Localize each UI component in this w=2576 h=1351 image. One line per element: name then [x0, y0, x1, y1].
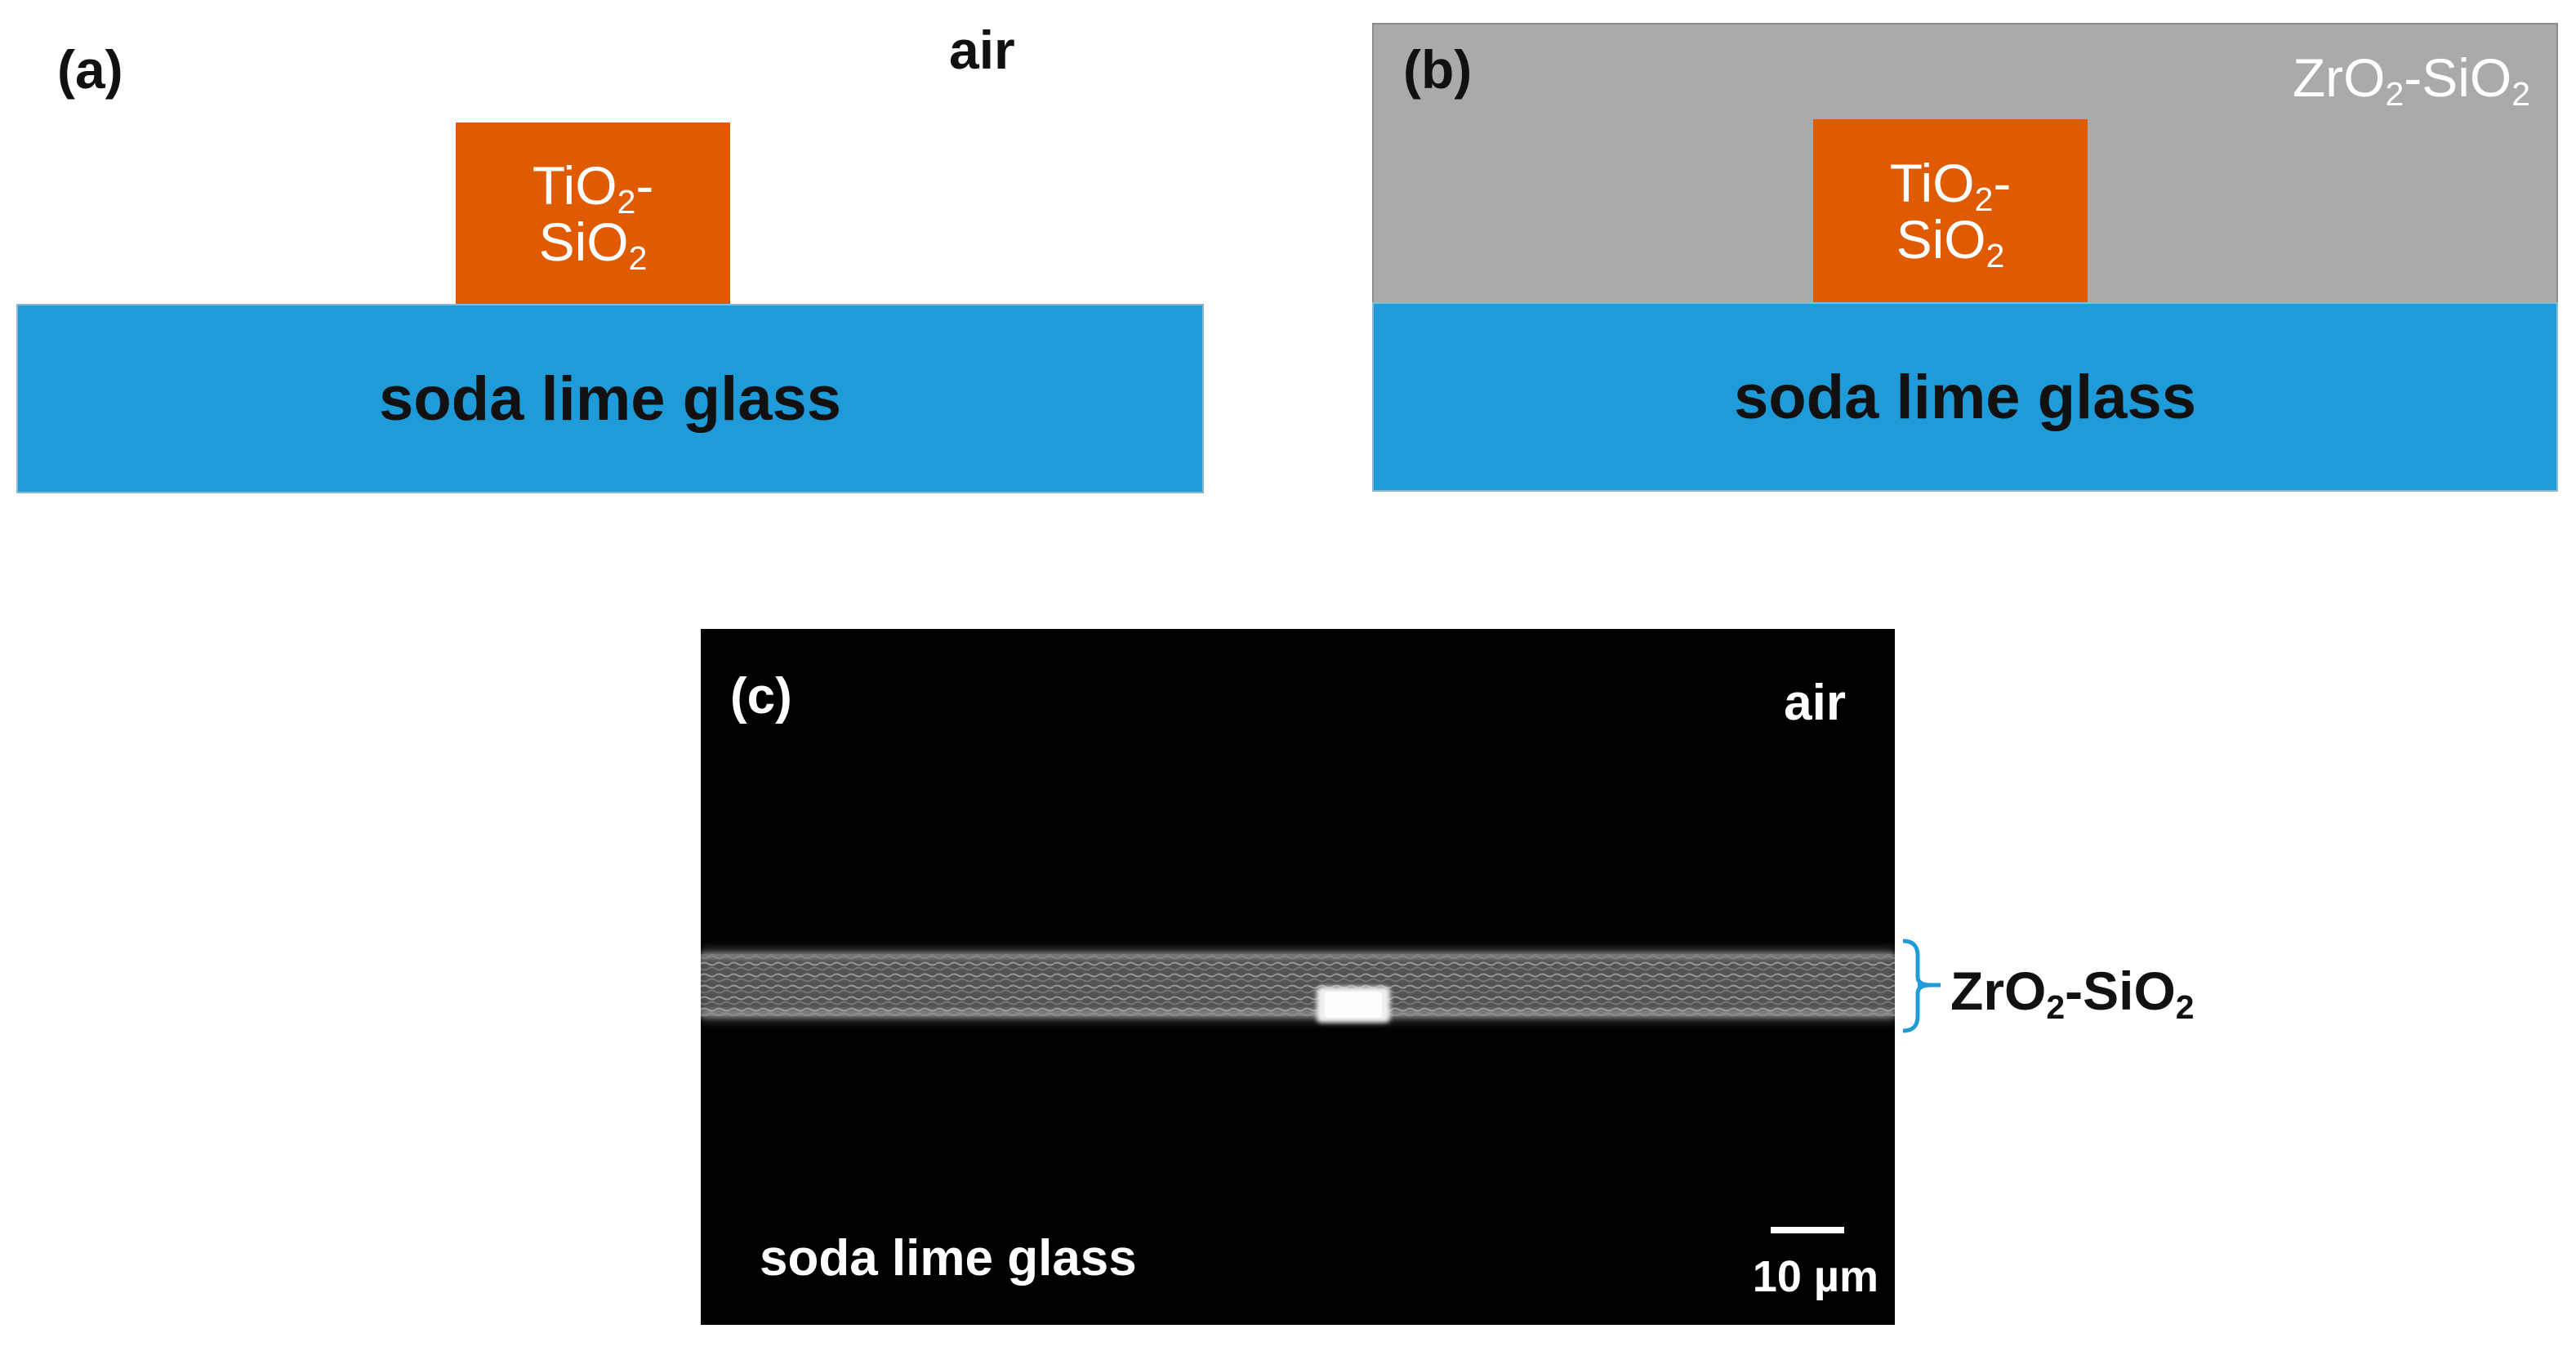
panel-a-substrate-label: soda lime glass	[378, 363, 842, 434]
panel-b-tio2-sio2-film: TiO2- SiO2	[1813, 119, 2088, 304]
panel-b: (b) ZrO2-SiO2 TiO2- SiO2 soda lime glass	[1372, 23, 2558, 492]
layer-texture	[701, 954, 1895, 1016]
panel-a-air-label: air	[949, 20, 1015, 80]
scale-bar-label: 10 µm	[1752, 1252, 1879, 1301]
embedded-particle-core	[1325, 992, 1382, 1018]
panel-c-layer-label: ZrO2-SiO2	[1950, 961, 2195, 1027]
panel-a-tio2-sio2-film: TiO2- SiO2	[456, 123, 730, 305]
panel-b-film-line1: TiO2-	[1889, 152, 2012, 219]
panel-b-cover-label: ZrO2-SiO2	[2292, 47, 2530, 114]
panel-c-substrate-label: soda lime glass	[760, 1230, 1137, 1286]
panel-c-tag: (c)	[730, 668, 792, 725]
layer-top-edge	[701, 952, 1895, 959]
panel-a-tag: (a)	[57, 39, 123, 100]
panel-c-air-label: air	[1784, 675, 1846, 731]
micrograph-image	[701, 949, 1895, 1233]
panel-a-substrate: soda lime glass	[16, 304, 1204, 493]
layer-bracket	[1902, 939, 1941, 1033]
panel-a-film-line2: SiO2	[538, 212, 648, 278]
panel-a-film-line1: TiO2-	[532, 154, 654, 221]
panel-c-micrograph: (c) air soda lime glass 10 µm	[701, 629, 1895, 1325]
panel-b-substrate-label: soda lime glass	[1733, 362, 2197, 432]
panel-b-tag: (b)	[1403, 39, 1473, 100]
scale-bar	[1771, 1227, 1844, 1233]
panel-a: (a) air TiO2- SiO2 soda lime glass	[0, 0, 1225, 523]
panel-b-substrate: soda lime glass	[1372, 302, 2558, 492]
panel-b-film-line2: SiO2	[1896, 209, 2005, 275]
layer-bottom-edge	[701, 1010, 1895, 1018]
